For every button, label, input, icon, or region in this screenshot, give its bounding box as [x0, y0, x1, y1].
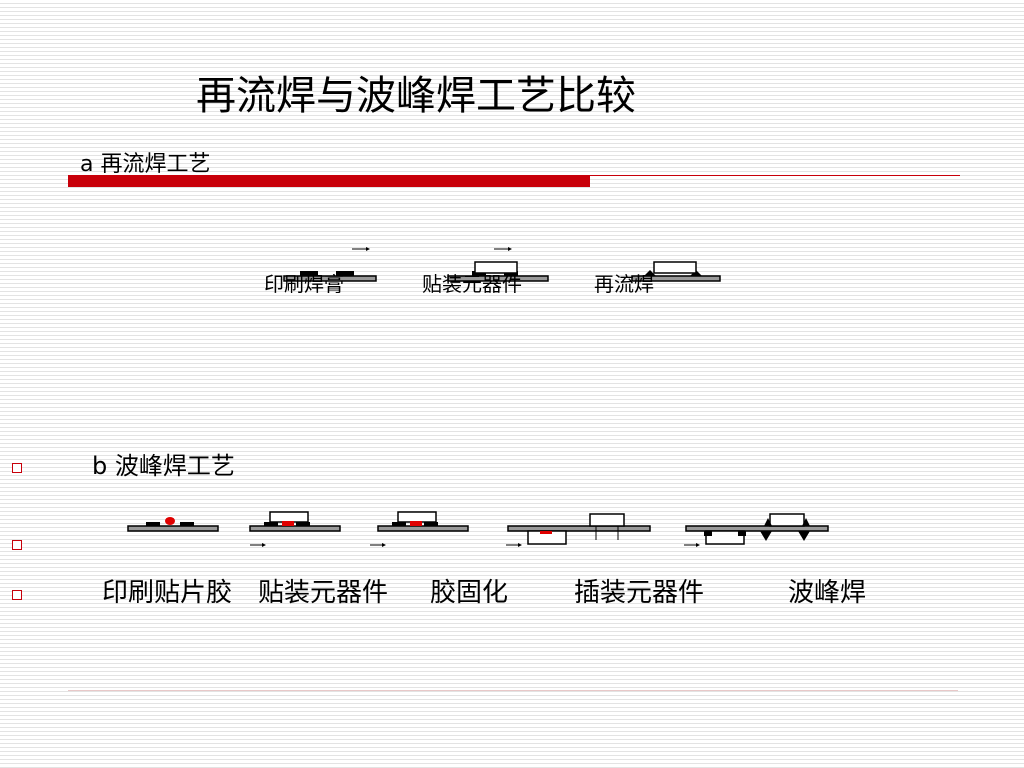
wave-step-insert-components: [507, 513, 651, 545]
reflow-step-print-paste: [283, 271, 377, 282]
arrow-icon: [370, 543, 386, 547]
wave-label-place-components: 贴装元器件: [258, 578, 389, 608]
bullet-icon: [12, 590, 22, 600]
footer-divider: [68, 690, 958, 691]
wave-step-wave-solder: [685, 513, 829, 545]
reflow-label-place-components: 贴装元器件: [422, 272, 522, 296]
arrow-icon: [494, 247, 512, 251]
wave-label-insert-components: 插装元器件: [574, 578, 705, 608]
arrow-icon: [506, 543, 522, 547]
wave-step-print-adhesive: [127, 517, 219, 532]
reflow-label-print-paste: 印刷焊膏: [264, 272, 344, 296]
arrow-icon: [352, 247, 370, 251]
arrow-icon: [250, 543, 266, 547]
arrow-icon: [684, 543, 700, 547]
wave-label-print-adhesive: 印刷贴片胶: [102, 578, 233, 608]
wave-step-place-components: [249, 511, 341, 532]
wave-label-wave-solder: 波峰焊: [788, 578, 867, 608]
bullet-icon: [12, 463, 22, 473]
red-divider-thin: [590, 175, 960, 176]
reflow-step-place-components: [447, 261, 549, 282]
red-divider: [68, 175, 590, 187]
wave-step-cure-adhesive: [377, 511, 469, 532]
section-a-heading: a 再流焊工艺: [80, 152, 211, 177]
reflow-label-reflow: 再流焊: [594, 272, 654, 296]
reflow-step-reflow: [631, 261, 721, 282]
page-title: 再流焊与波峰焊工艺比较: [196, 73, 636, 119]
section-b-heading: b 波峰焊工艺: [92, 452, 235, 480]
bullet-icon: [12, 540, 22, 550]
wave-label-cure-adhesive: 胶固化: [430, 578, 509, 608]
